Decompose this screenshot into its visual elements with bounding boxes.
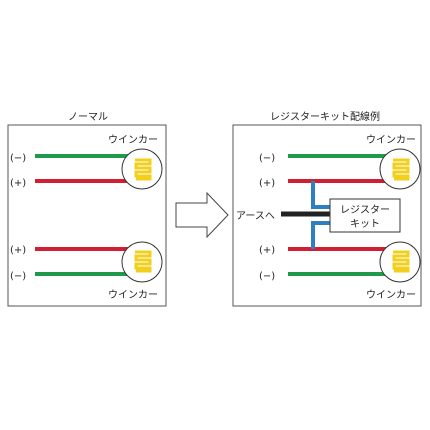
normal-bottom-minus-label: (−) [10,271,26,282]
resistor-kit-wire-upper [311,181,330,209]
normal-bottom-turn-signal-label: ウインカー [108,289,158,301]
resistor-top-bulb-icon [379,148,421,190]
resistor-bottom-bulb-icon [379,241,421,283]
resistor-bottom-minus-label: (−) [259,271,275,282]
resistor-top-minus-label: (−) [259,153,275,164]
arrow-right-icon [175,191,229,239]
normal-top-bulb-icon [121,148,163,190]
resistor-top-turn-signal-label: ウインカー [366,134,416,146]
resistor-bottom-turn-signal-label: ウインカー [366,289,416,301]
resistor-kit-wire-lower [311,221,330,249]
resistor-kit-label-line2: キット [350,219,380,230]
resistor-kit-box [329,198,401,233]
ground-label: アースへ [236,211,275,222]
resistor-top-plus-label: (+) [259,178,275,189]
resistor-bottom-plus-label: (+) [259,245,275,256]
normal-top-turn-signal-label: ウインカー [108,134,158,146]
normal-top-plus-label: (+) [10,178,26,189]
resistor-example-title: レジスターキット配線例 [270,110,380,123]
normal-title: ノーマル [68,112,108,123]
normal-bottom-plus-label: (+) [10,245,26,256]
resistor-kit-label-line1: レジスター [340,204,390,216]
normal-bottom-bulb-icon [121,241,163,283]
normal-top-minus-label: (−) [10,153,26,164]
